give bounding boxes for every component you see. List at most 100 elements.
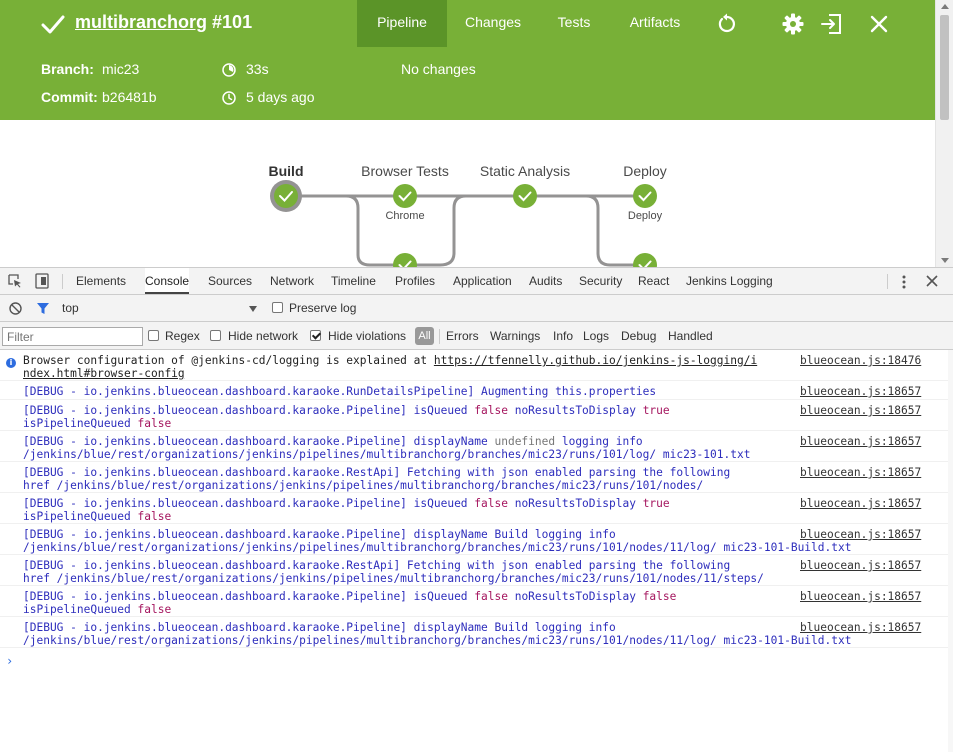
console-prompt[interactable]: ›: [6, 654, 14, 668]
stage-node-chrome[interactable]: [393, 184, 417, 208]
close-icon[interactable]: [868, 13, 890, 35]
level-debug-button[interactable]: Debug: [621, 329, 657, 343]
tab-separator: [887, 274, 888, 289]
run-details-header: multibranchorg #101 Pipeline Changes Tes…: [0, 0, 935, 120]
stage-node-deploy[interactable]: [633, 184, 657, 208]
console-message: [DEBUG - io.jenkins.blueocean.dashboard.…: [0, 431, 948, 462]
filter-icon[interactable]: [36, 302, 50, 315]
message-text: [DEBUG - io.jenkins.blueocean.dashboard.…: [23, 590, 677, 616]
devtools-tab-timeline[interactable]: Timeline: [331, 274, 376, 288]
tab-pipeline[interactable]: Pipeline: [357, 0, 447, 47]
level-separator: [439, 329, 440, 344]
header-top-bar: multibranchorg #101 Pipeline Changes Tes…: [0, 0, 935, 47]
message-text: [DEBUG - io.jenkins.blueocean.dashboard.…: [23, 559, 764, 585]
stage-node-deploy-parallel[interactable]: [633, 253, 657, 267]
message-text: [DEBUG - io.jenkins.blueocean.dashboard.…: [23, 435, 751, 461]
replay-icon[interactable]: [716, 13, 738, 35]
exit-icon[interactable]: [820, 13, 842, 35]
devtools-tab-react[interactable]: React: [638, 274, 670, 288]
stage-node-build[interactable]: [268, 178, 304, 214]
message-text: [DEBUG - io.jenkins.blueocean.dashboard.…: [23, 621, 852, 647]
more-options-icon[interactable]: [900, 274, 908, 290]
devtools-tab-sources[interactable]: Sources: [208, 274, 253, 288]
device-toolbar-icon[interactable]: [35, 273, 49, 289]
level-errors-button[interactable]: Errors: [446, 329, 479, 343]
scroll-up-icon[interactable]: [941, 4, 949, 9]
stage-label-deploy: Deploy: [623, 163, 667, 179]
logging-docs-link[interactable]: https://tfennelly.github.io/jenkins-js-l…: [433, 354, 758, 367]
devtools-tab-elements[interactable]: Elements: [76, 274, 127, 288]
source-link[interactable]: blueocean.js:18657: [800, 497, 922, 510]
source-link[interactable]: blueocean.js:18657: [800, 621, 922, 634]
devtools-tab-console[interactable]: Console: [145, 268, 190, 294]
message-text: Browser configuration of @jenkins-cd/log…: [23, 354, 758, 380]
console-message-info: Browser configuration of @jenkins-cd/log…: [0, 350, 948, 381]
hide-violations-label: Hide violations: [328, 329, 407, 343]
sub-label-deploy: Deploy: [627, 210, 663, 222]
console-message: [DEBUG - io.jenkins.blueocean.dashboard.…: [0, 462, 948, 493]
level-handled-button[interactable]: Handled: [668, 329, 713, 343]
source-link[interactable]: blueocean.js:18657: [800, 590, 922, 603]
context-select[interactable]: top: [62, 301, 79, 315]
hide-network-checkbox[interactable]: [210, 330, 221, 341]
commit-value: b26481b: [102, 89, 157, 105]
stage-label-browser-tests: Browser Tests: [361, 163, 449, 179]
console-scrollbar[interactable]: [948, 350, 953, 752]
tab-tests[interactable]: Tests: [557, 14, 591, 30]
regex-label: Regex: [165, 329, 200, 343]
level-info-button[interactable]: Info: [553, 329, 574, 343]
info-icon: [6, 357, 16, 370]
console-log: Browser configuration of @jenkins-cd/log…: [0, 350, 948, 752]
tab-separator: [62, 274, 63, 289]
commit-label: Commit:: [41, 89, 98, 105]
gear-icon[interactable]: [782, 13, 804, 35]
level-all-button[interactable]: All: [415, 327, 434, 345]
stage-node-browser-parallel[interactable]: [393, 253, 417, 267]
source-link[interactable]: blueocean.js:18657: [800, 404, 922, 417]
console-message: [DEBUG - io.jenkins.blueocean.dashboard.…: [0, 493, 948, 524]
devtools-tab-profiles[interactable]: Profiles: [395, 274, 436, 288]
message-text: [DEBUG - io.jenkins.blueocean.dashboard.…: [23, 385, 657, 398]
time-ago: 5 days ago: [246, 89, 315, 105]
tab-artifacts[interactable]: Artifacts: [629, 14, 681, 30]
preserve-log-label: Preserve log: [289, 301, 357, 315]
devtools-tab-security[interactable]: Security: [579, 274, 623, 288]
inspect-element-icon[interactable]: [8, 274, 22, 288]
stage-label-build: Build: [268, 163, 304, 179]
hide-network-label: Hide network: [228, 329, 299, 343]
preserve-log-checkbox[interactable]: [272, 302, 283, 313]
source-link[interactable]: blueocean.js:18476: [800, 354, 922, 367]
source-link[interactable]: blueocean.js:18657: [800, 559, 922, 572]
source-link[interactable]: blueocean.js:18657: [800, 435, 922, 448]
filter-input[interactable]: [2, 327, 143, 346]
source-link[interactable]: blueocean.js:18657: [800, 385, 922, 398]
stage-label-static-analysis: Static Analysis: [479, 163, 571, 179]
console-filter-bar: Regex Hide network Hide violations All E…: [0, 322, 953, 350]
devtools-tab-network[interactable]: Network: [270, 274, 315, 288]
pipeline-graph: Build Browser Tests Static Analysis Depl…: [0, 120, 935, 267]
console-message: [DEBUG - io.jenkins.blueocean.dashboard.…: [0, 381, 948, 400]
chevron-down-icon[interactable]: [249, 306, 257, 312]
regex-checkbox[interactable]: [148, 330, 159, 341]
page-scrollbar[interactable]: [935, 0, 953, 267]
tab-changes[interactable]: Changes: [464, 14, 522, 30]
level-warnings-button[interactable]: Warnings: [490, 329, 541, 343]
devtools-tab-jenkins-logging[interactable]: Jenkins Logging: [686, 274, 773, 288]
devtools-tab-application[interactable]: Application: [453, 274, 512, 288]
job-name-link[interactable]: multibranchorg: [75, 12, 208, 32]
stage-node-static-analysis[interactable]: [513, 184, 537, 208]
devtools-tab-audits[interactable]: Audits: [529, 274, 563, 288]
scroll-down-icon[interactable]: [941, 258, 949, 263]
check-icon: [41, 15, 65, 34]
page-scroll-thumb[interactable]: [940, 15, 949, 120]
source-link[interactable]: blueocean.js:18657: [800, 466, 922, 479]
message-text: [DEBUG - io.jenkins.blueocean.dashboard.…: [23, 404, 670, 430]
devtools-close-icon[interactable]: [926, 275, 938, 287]
hide-violations-checkbox[interactable]: [310, 330, 321, 341]
clear-console-icon[interactable]: [9, 302, 22, 315]
level-logs-button[interactable]: Logs: [583, 329, 610, 343]
source-link[interactable]: blueocean.js:18657: [800, 528, 922, 541]
logging-docs-link[interactable]: ndex.html#browser-config: [23, 366, 185, 380]
devtools-panel: Elements Console Sources Network Timelin…: [0, 267, 953, 752]
console-message: [DEBUG - io.jenkins.blueocean.dashboard.…: [0, 617, 948, 648]
